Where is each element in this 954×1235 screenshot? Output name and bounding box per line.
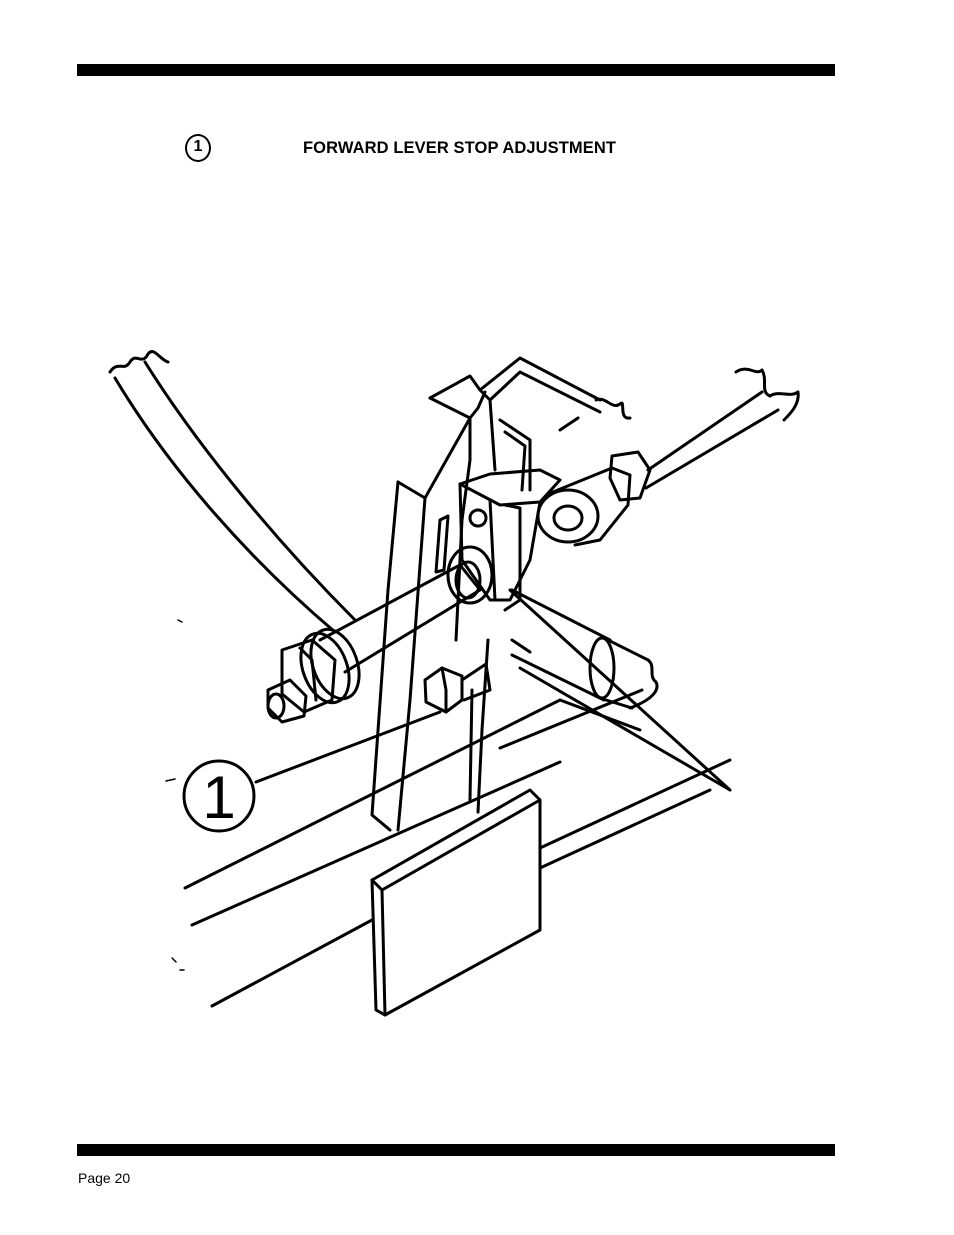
lever-plate [372,418,530,830]
page-number: Page 20 [78,1170,130,1186]
callout-leader: 1 [184,712,440,831]
bottom-rule [77,1144,835,1156]
cross-rod [510,590,730,790]
rod-end-linkage [538,369,798,545]
scan-marks [166,620,184,970]
lever-rod [110,352,355,632]
stop-bolt [425,664,490,712]
illustration-callout-label: 1 [202,764,235,831]
